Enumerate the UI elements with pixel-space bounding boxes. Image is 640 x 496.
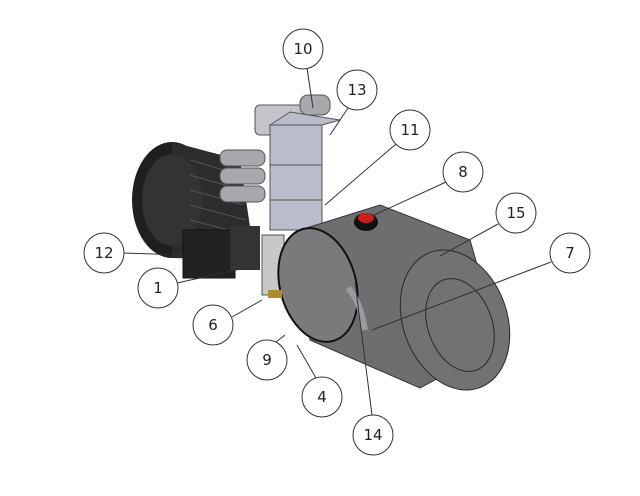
fitting [268,290,282,298]
svg-text:11: 11 [400,121,419,139]
balloon-7: 7 [549,232,591,274]
svg-text:14: 14 [363,426,382,444]
svg-text:9: 9 [262,351,272,369]
balloon-1: 1 [137,267,179,309]
leader-lines [123,67,552,416]
balloon-12: 12 [83,232,125,274]
balloon-9: 9 [246,339,288,381]
balloon-14: 14 [352,414,394,456]
svg-text:15: 15 [506,204,525,222]
svg-text:10: 10 [293,40,312,58]
balloon-10: 10 [282,28,324,70]
filler-cap [354,213,378,231]
oil-tank [268,204,511,391]
svg-text:6: 6 [208,316,218,334]
svg-text:12: 12 [94,244,113,262]
svg-text:13: 13 [347,81,366,99]
balloon-4: 4 [301,376,343,418]
balloon-8: 8 [442,151,484,193]
balloon-11: 11 [389,109,431,151]
svg-text:1: 1 [153,279,163,297]
valve-block [261,111,341,296]
balloon-6: 6 [192,304,234,346]
svg-text:4: 4 [317,388,327,406]
svg-text:8: 8 [458,163,468,181]
balloon-15: 15 [495,192,537,234]
balloon-13: 13 [336,69,378,111]
svg-text:7: 7 [565,244,575,262]
